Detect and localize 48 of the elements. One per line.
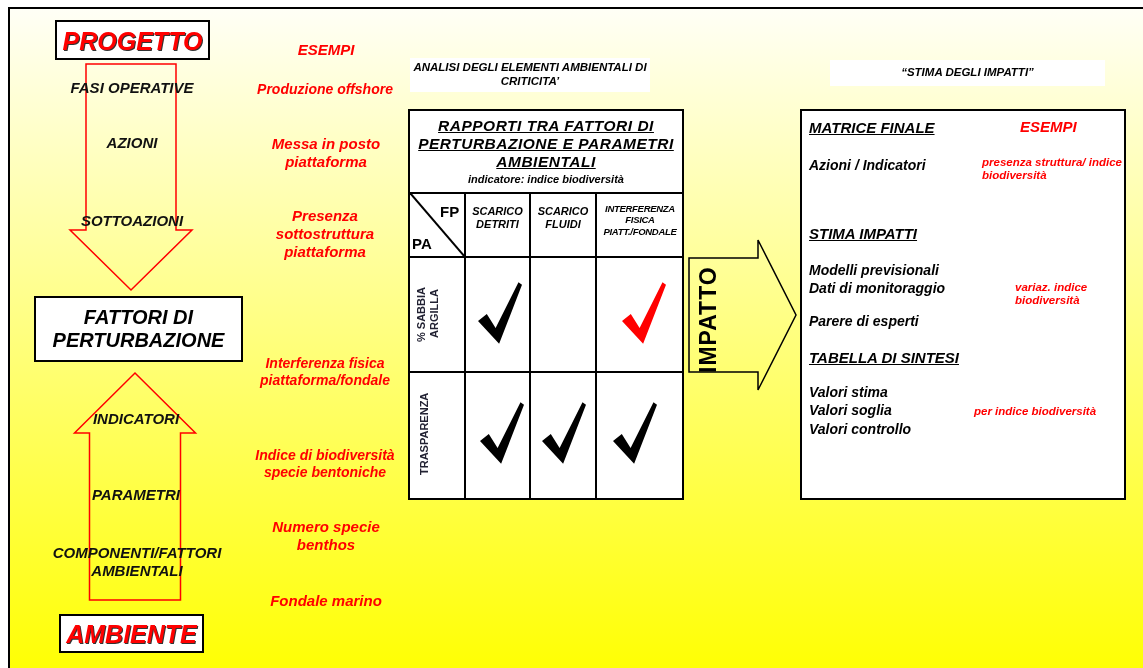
row-header: % SABBIA ARGILLA: [415, 285, 442, 344]
example-text: Messa in posto piattaforma: [270, 135, 382, 171]
section-banner: “STIMA DEGLI IMPATTI”: [830, 60, 1105, 86]
row-header: TRASPARENZA: [418, 391, 431, 478]
section-heading: TABELLA DI SINTESI: [809, 349, 959, 367]
environment-box: [59, 614, 204, 653]
examples-heading: ESEMPI: [1020, 118, 1077, 136]
box-title: PROGETTO: [61, 27, 204, 56]
step-label: PARAMETRI: [90, 486, 182, 504]
block-arrow: [688, 239, 797, 391]
section-heading: STIMA IMPATTI: [809, 225, 918, 243]
column-header: INTERFERENZA FISICA PIATT./FONDALE: [602, 203, 678, 238]
section-heading: MATRICE FINALE: [809, 119, 935, 137]
example-text: Presenza sottostruttura piattaforma: [274, 207, 376, 261]
example-text: Produzione offshore: [256, 81, 394, 98]
item-text: Azioni / Indicatori: [809, 157, 926, 174]
matrix-table: [408, 109, 684, 500]
block-arrow: [72, 371, 198, 601]
step-label: AZIONI: [105, 134, 159, 152]
column-header: SCARICO FLUIDI: [536, 205, 590, 232]
example-text: ESEMPI: [296, 41, 356, 59]
item-text: Modelli previsionali: [809, 262, 939, 279]
example-text: Indice di biodiversità specie bentoniche: [254, 447, 396, 481]
step-label: INDICATORI: [91, 410, 181, 428]
disturbance-factors-box: [34, 296, 243, 362]
axis-label: FP: [440, 203, 461, 221]
edge-label: IMPATTO: [695, 265, 721, 376]
example-text: variaz. indice biodiversità: [1015, 281, 1089, 308]
impact-estimate-panel: [800, 109, 1126, 500]
block-arrow: [68, 63, 194, 292]
item-text: Parere di esperti: [809, 313, 919, 330]
box-title: FATTORI DI PERTURBAZIONE: [51, 306, 226, 352]
box-title: AMBIENTE: [65, 620, 199, 649]
project-box: [55, 20, 210, 60]
item-text: Valori soglia: [809, 402, 892, 419]
example-text: Numero specie benthos: [271, 518, 381, 554]
item-text: Dati di monitoraggio: [809, 280, 946, 297]
column-header: SCARICO DETRITI: [471, 205, 524, 232]
table-subtitle: indicatore: indice biodiversità: [467, 173, 625, 186]
example-text: Fondale marino: [269, 592, 383, 610]
item-text: Valori stima: [809, 384, 888, 401]
item-text: Valori controllo: [809, 421, 912, 438]
example-text: presenza struttura/ indice biodiversità: [982, 156, 1122, 183]
section-banner: ANALISI DEGLI ELEMENTI AMBIENTALI DI CRITICITA’: [410, 58, 650, 92]
axis-label: PA: [412, 235, 433, 253]
example-text: Interferenza fisica piattaforma/fondale: [258, 355, 391, 389]
table-title: RAPPORTI TRA FATTORI DI PERTURBAZIONE E PARAMETRI AMBIENTALI: [418, 117, 674, 171]
example-text: per indice biodiversità: [974, 405, 1098, 419]
